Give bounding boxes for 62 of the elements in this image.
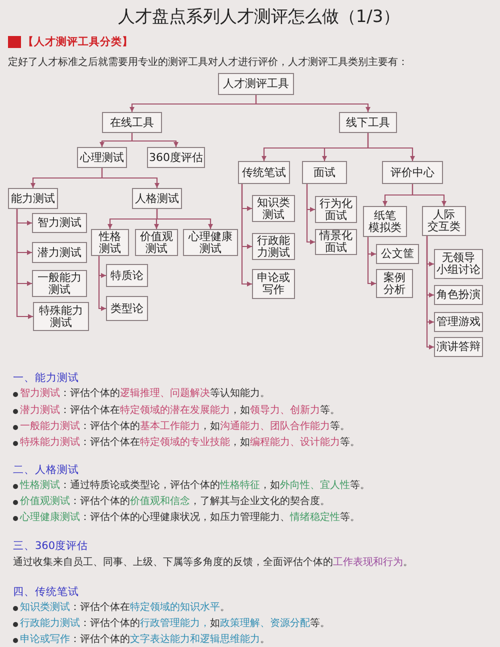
category-box: 特殊能力测试 xyxy=(33,302,89,331)
bullet-text: 心理健康测试：评估个体的心理健康状况，如压力管理能力、情绪稳定性等。 xyxy=(20,511,360,525)
connector-arrow xyxy=(101,168,160,188)
connector-arrow xyxy=(367,133,415,161)
category-box: 演讲答辩 xyxy=(434,337,483,357)
connector-arrow xyxy=(306,184,315,244)
section-heading: 【人才测评工具分类】 xyxy=(23,35,133,49)
category-box: 智力测试 xyxy=(32,213,87,233)
connector-arrow xyxy=(412,184,446,206)
category-box: 知识类测试 xyxy=(252,195,295,222)
category-box: 能力测试 xyxy=(8,188,58,209)
bullet-text: 特殊能力测试：评估个体在特定领域的专业技能，如编程能力、设计能力等。 xyxy=(20,436,360,450)
category-box: 评价中心 xyxy=(382,161,443,184)
category-box: 特质论 xyxy=(106,264,148,287)
category-box: 案例分析 xyxy=(376,269,413,298)
intro-text: 定好了人才标准之后就需要用专业的测评工具对人才进行评价，人才测评工具类别主要有： xyxy=(8,56,408,70)
category-box: 一般能力测试 xyxy=(32,270,87,297)
category-box: 线下工具 xyxy=(339,112,397,133)
bullet-text: 知识类测试：评估个体在特定领域的知识水平。 xyxy=(20,601,230,615)
connector-arrow xyxy=(16,209,33,319)
connector-arrow xyxy=(255,95,370,112)
bullet-text: 行政能力测试：评估个体的行政管理能力，如政策理解、资源分配等。 xyxy=(20,617,330,631)
category-box: 行政能力测试 xyxy=(252,233,295,260)
bullet-text: 价值观测试：评估个体的价值观和信念，了解其与企业文化的契合度。 xyxy=(20,495,330,509)
category-box: 申论或写作 xyxy=(252,269,295,299)
category-box: 价值观测试 xyxy=(135,229,178,256)
category-box: 人才测评工具 xyxy=(218,73,294,95)
category-box: 无领导小组讨论 xyxy=(434,249,483,279)
connector-arrow xyxy=(241,184,252,286)
category-box: 心理测试 xyxy=(77,147,127,168)
section-heading: 三、360度评估 xyxy=(13,539,88,553)
section-heading: 二、人格测试 xyxy=(13,463,79,477)
connector-arrow xyxy=(131,133,178,147)
title: 人才盘点系列人才测评怎么做（1/3） xyxy=(116,6,402,28)
bullet-text: 性格测试：通过特质论或类型论，评估个体的性格特征，如外向性、宜人性等。 xyxy=(20,479,370,493)
category-box: 传统笔试 xyxy=(238,161,290,184)
section-heading: 四、传统笔试 xyxy=(13,585,79,599)
connector-arrow xyxy=(156,209,213,229)
category-box: 公文筐 xyxy=(376,244,419,264)
category-box: 管理游戏 xyxy=(434,312,483,332)
connector-arrow xyxy=(426,236,434,350)
category-box: 角色扮演 xyxy=(434,285,483,305)
bullet-text: 潜力测试：评估个体在特定领域的潜在发展能力，如领导力、创新力等。 xyxy=(20,404,340,418)
category-box: 性格测试 xyxy=(91,229,129,256)
category-box: 人际交互类 xyxy=(422,206,466,236)
category-box: 类型论 xyxy=(106,296,148,321)
section-heading: 一、能力测试 xyxy=(13,371,79,385)
connector-arrow xyxy=(98,256,106,311)
bullet-text: 申论或写作：评估个体的文字表达能力和逻辑思维能力。 xyxy=(20,633,270,647)
category-box: 人格测试 xyxy=(132,188,182,209)
connector-arrow xyxy=(367,237,376,286)
paragraph-text: 通过收集来自员工、同事、上级、下属等多角度的反馈，全面评估个体的工作表现和行为。 xyxy=(13,556,413,570)
category-box: 情景化面试 xyxy=(315,229,357,255)
bullet-text: 一般能力测试：评估个体的基本工作能力，如沟通能力、团队合作能力等。 xyxy=(20,420,350,434)
category-box: 360度评估 xyxy=(147,147,205,168)
category-box: 心理健康测试 xyxy=(183,229,238,256)
category-box: 潜力测试 xyxy=(32,242,87,263)
category-box: 在线工具 xyxy=(102,112,162,133)
bullet-text: 智力测试：评估个体的逻辑推理、问题解决等认知能力。 xyxy=(20,387,270,401)
category-box: 行为化面试 xyxy=(315,196,357,223)
category-box: 纸笔模拟类 xyxy=(363,206,407,237)
category-box: 面试 xyxy=(302,161,347,184)
